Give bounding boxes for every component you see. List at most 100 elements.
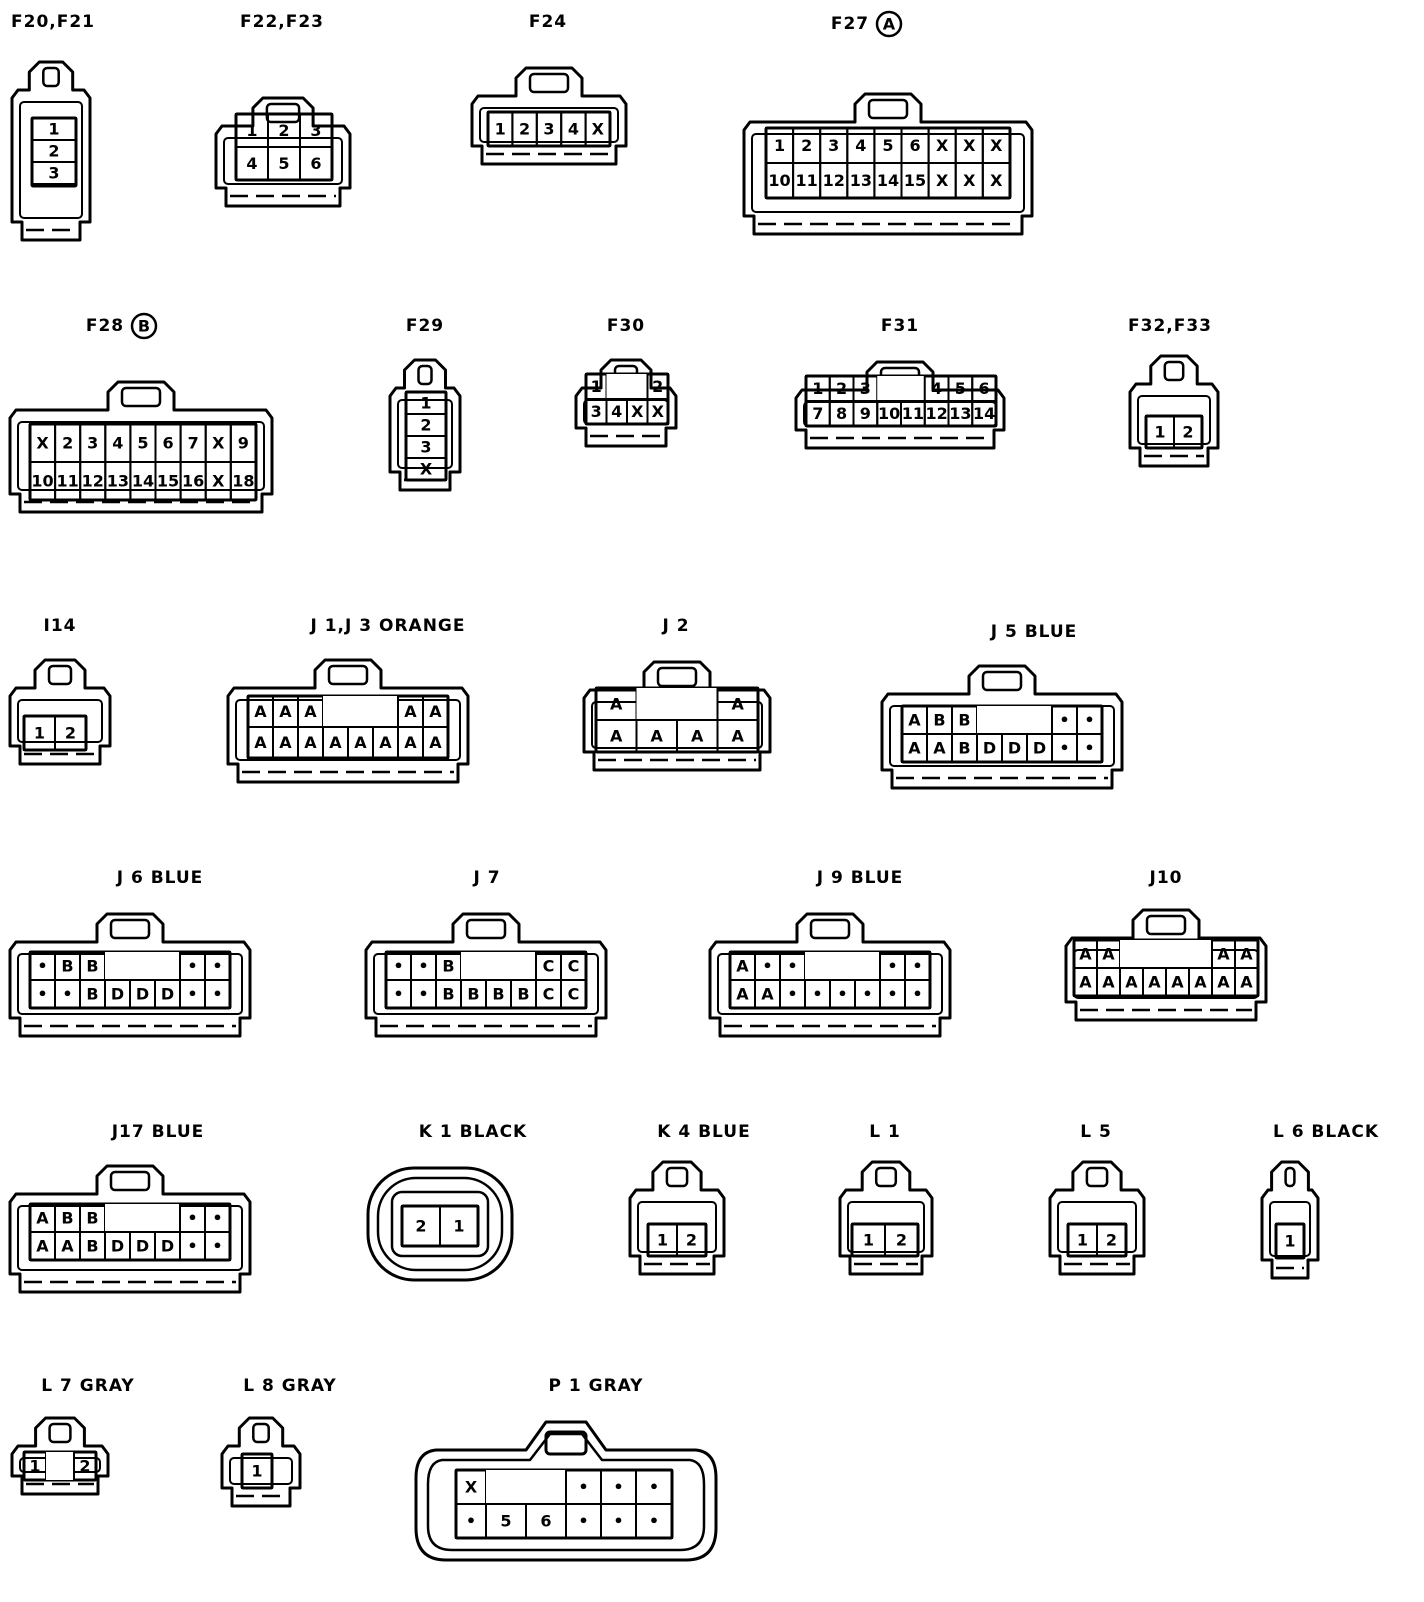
f27-pin: 3: [828, 136, 839, 155]
l8-inner-frame: [229, 1457, 293, 1485]
j17-pin: D: [161, 1237, 174, 1256]
j7-pin: B: [492, 985, 504, 1004]
f22-f23-pin: 4: [246, 154, 257, 173]
f30-cavity: [606, 374, 627, 399]
p1-pin: •: [613, 1512, 623, 1531]
f28-badge-circle: [130, 312, 158, 340]
l6-cavity: [1275, 1223, 1305, 1259]
i14-lock-tab: [47, 664, 73, 686]
j5-pin: B: [958, 739, 970, 758]
j10-pin: A: [1217, 973, 1230, 992]
j10-pin: A: [1240, 945, 1253, 964]
j7-label: J 7: [472, 868, 500, 888]
f20-f21-pin: 3: [48, 164, 59, 183]
l1-pin: 1: [863, 1231, 874, 1250]
j6-cavity: [204, 979, 231, 1009]
f28-pin: 4: [112, 434, 123, 453]
p1-pin: 6: [540, 1512, 551, 1531]
j9-label: J 9 BLUE: [816, 868, 904, 888]
j1-j3-cavity: [323, 696, 348, 727]
j7-pin: •: [418, 957, 428, 976]
f30-pin: 1: [591, 377, 602, 396]
j6-pin: •: [37, 985, 47, 1004]
j5-pin: •: [1084, 711, 1094, 730]
j2-pin: A: [610, 727, 623, 746]
f32-f33-lock-tab: [1163, 360, 1185, 382]
f27-pin: X: [963, 136, 976, 155]
j9-pin: •: [787, 957, 797, 976]
f24-pin: 2: [519, 120, 530, 139]
j10-pin: A: [1102, 973, 1115, 992]
f27-pin: 10: [768, 171, 790, 190]
i14-cavity: [54, 715, 87, 751]
f28-pin: 3: [87, 434, 98, 453]
j9-cavity: [904, 979, 931, 1009]
j6-pin: •: [187, 957, 197, 976]
f31-pin: 4: [931, 379, 942, 398]
j6-pin: B: [86, 985, 98, 1004]
j1-j3-pin: A: [279, 702, 292, 721]
f30-pin: X: [631, 402, 644, 421]
j5-pin: •: [1084, 739, 1094, 758]
j2-cavity: [677, 688, 718, 720]
j1-j3-housing: [226, 658, 470, 784]
j6-pin: B: [61, 957, 73, 976]
j7-pin: C: [543, 957, 555, 976]
f31-pin: 10: [878, 404, 900, 423]
f31-pin: 14: [973, 404, 995, 423]
j17-label: J17 BLUE: [111, 1122, 205, 1142]
f31-housing: [794, 360, 1006, 450]
f27-pin: X: [936, 171, 949, 190]
f30-cavity: [646, 398, 669, 425]
j10-cavity: [1143, 940, 1166, 968]
f32-f33-housing: [1128, 354, 1220, 468]
j7-cavity: [560, 979, 587, 1009]
f20-f21-pin: 2: [48, 142, 59, 161]
j7-lock-tab: [465, 918, 507, 940]
f27-pin: 11: [796, 171, 818, 190]
j17-pin: D: [111, 1237, 124, 1256]
f31-pin: 1: [812, 379, 823, 398]
j6-lock-tab: [109, 918, 151, 940]
j10-cavity: [1166, 940, 1189, 968]
l7-cavity: [46, 1452, 74, 1480]
f28-pin: 7: [188, 434, 199, 453]
j6-pin: •: [212, 985, 222, 1004]
p1-lock-tab: [544, 1430, 588, 1456]
f22-f23-cavity: [299, 146, 333, 181]
f28-pin: 11: [57, 472, 79, 491]
f27-pin: 15: [904, 171, 926, 190]
j5-cavity: [1076, 733, 1103, 763]
j7-cavity: [486, 952, 511, 980]
f22-f23-pin: 6: [310, 154, 321, 173]
f27-pin: 6: [909, 136, 920, 155]
f20-f21-label: F20,F21: [11, 12, 95, 32]
j17-pin: B: [61, 1209, 73, 1228]
f24-label: F24: [529, 12, 567, 32]
k4-pin: 2: [686, 1231, 697, 1250]
f24-lock-tab: [528, 72, 570, 94]
k4-pin: 1: [657, 1231, 668, 1250]
j2-pin: A: [732, 727, 745, 746]
p1-pin: •: [466, 1512, 476, 1531]
f20-f21-lock-tab: [42, 66, 60, 88]
k1-shell-outer: [366, 1166, 514, 1282]
j9-cavity: [855, 952, 880, 980]
j17-cavity: [105, 1204, 130, 1232]
j2-pin: A: [651, 727, 664, 746]
j17-pin: A: [61, 1237, 74, 1256]
j9-pin: A: [736, 985, 749, 1004]
f31-pin: 6: [979, 379, 990, 398]
j9-pin: •: [887, 985, 897, 1004]
j17-pin: •: [212, 1237, 222, 1256]
f30-housing: [574, 358, 678, 448]
l7-housing: [10, 1416, 110, 1496]
j9-cavity: [805, 952, 830, 980]
p1-shell-inner: [426, 1432, 706, 1552]
